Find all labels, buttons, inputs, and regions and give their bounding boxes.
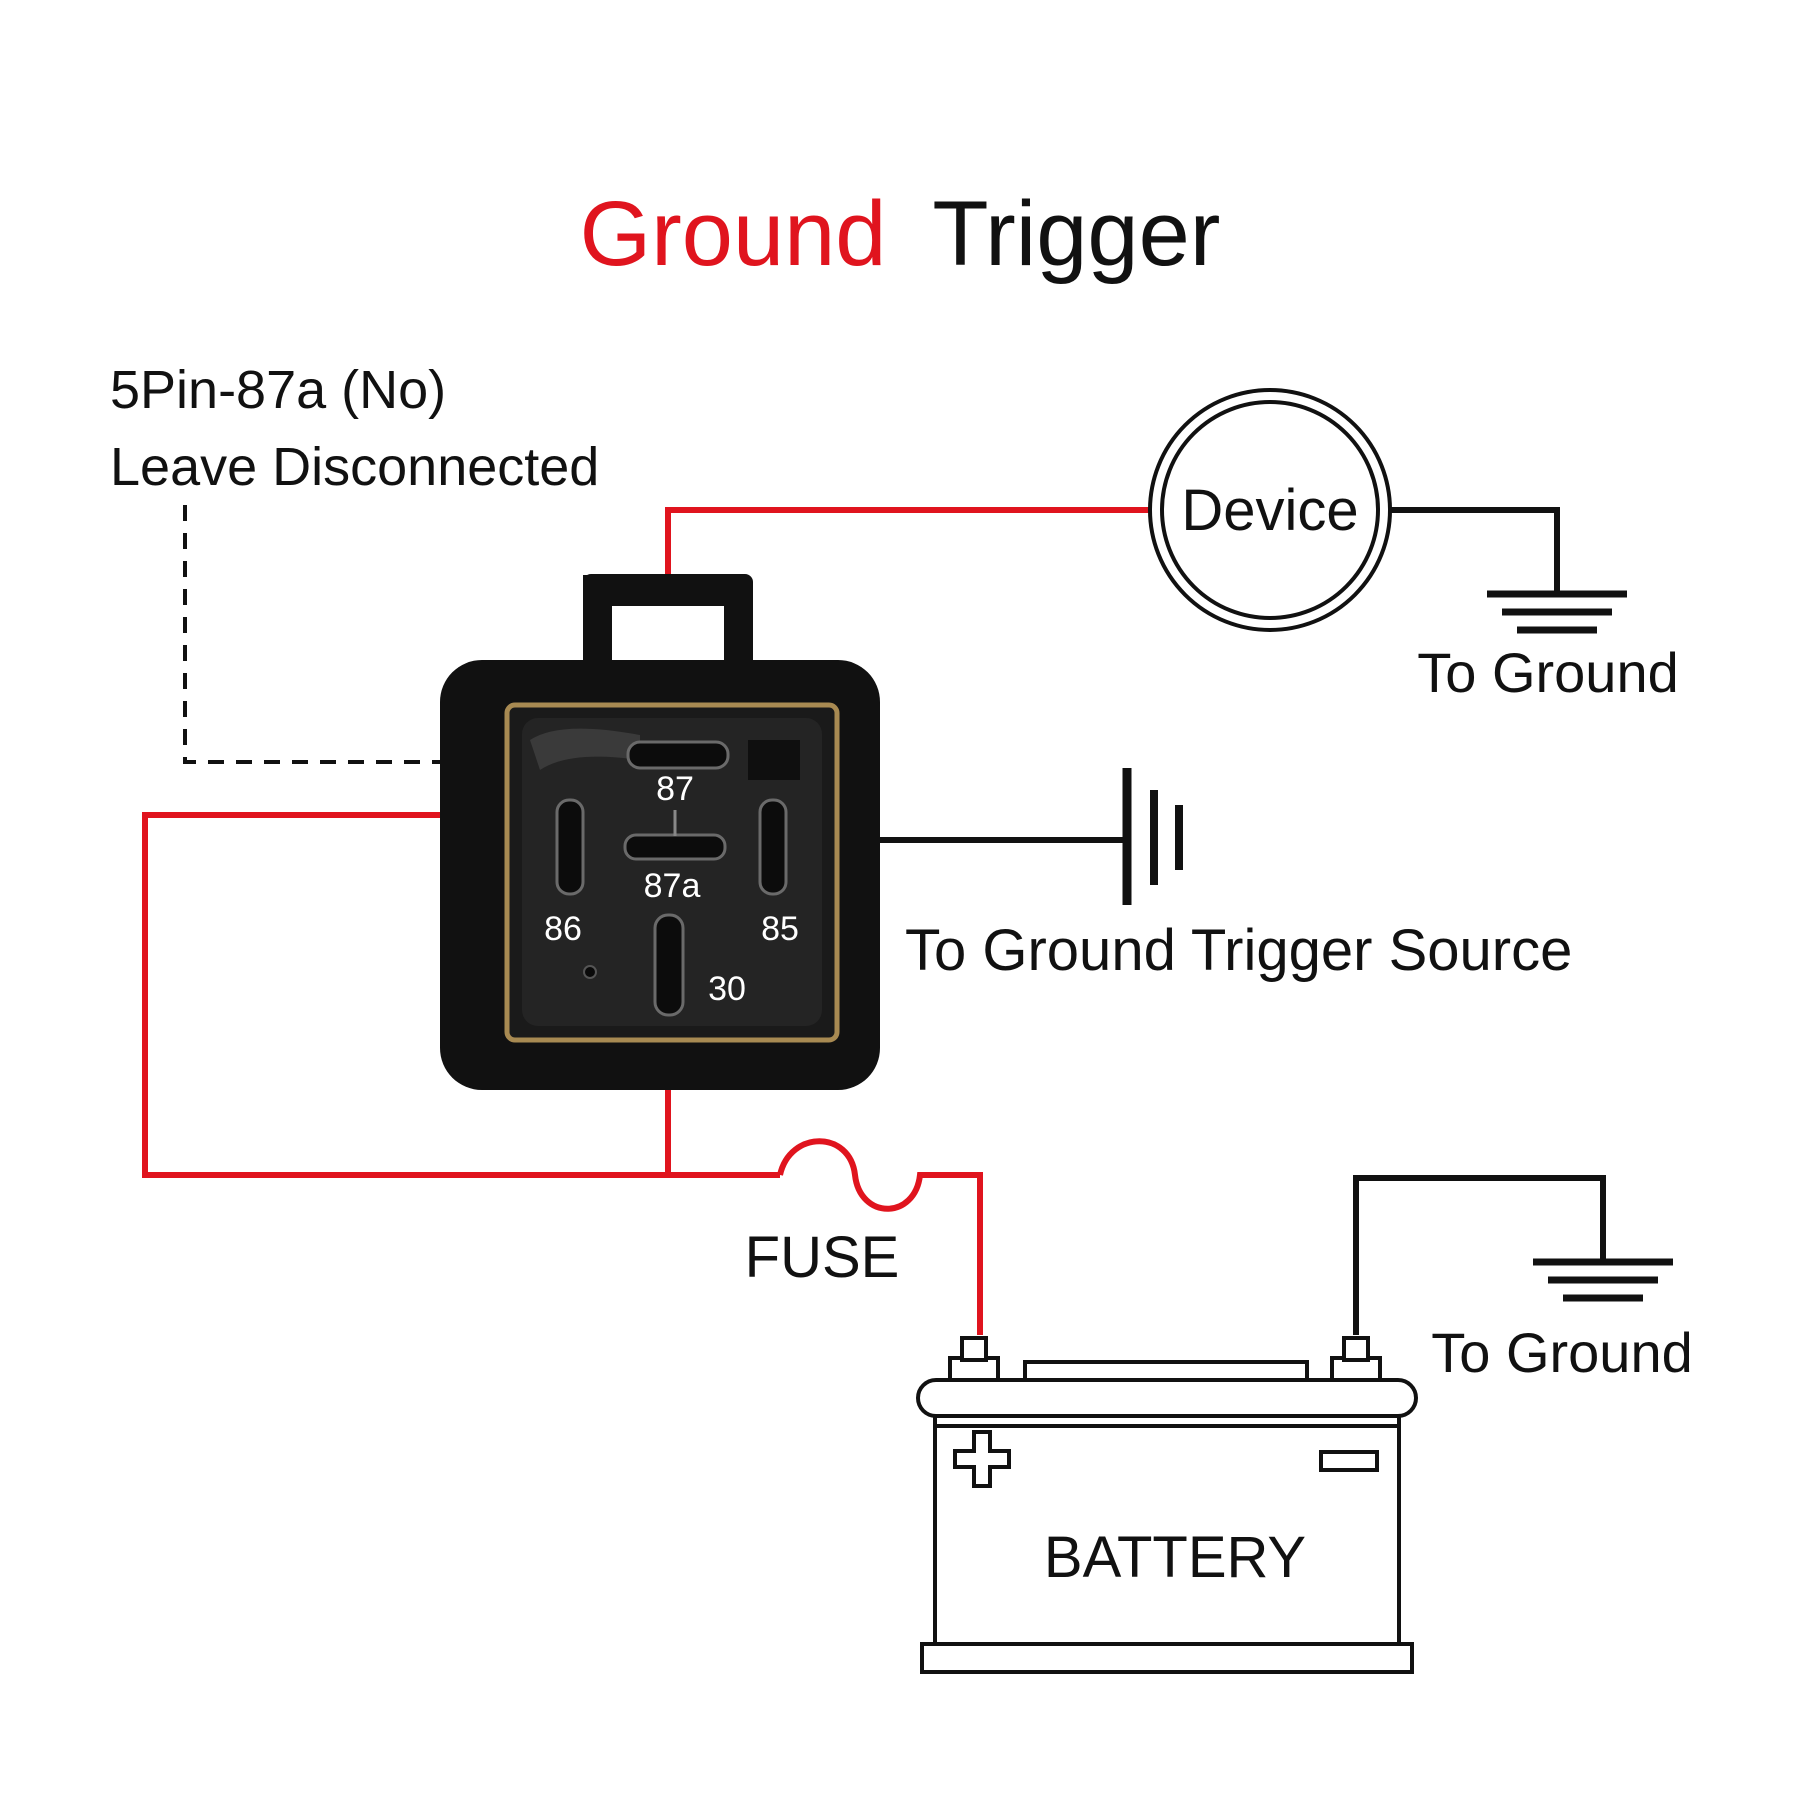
relay-top-block [748, 740, 800, 780]
battery-neg-terminal-post [1342, 1336, 1370, 1362]
fuse-symbol [777, 1138, 983, 1335]
relay-pin-85 [758, 798, 788, 896]
battery-base [920, 1642, 1414, 1674]
relay-dot [583, 965, 597, 979]
wire-86-loop [142, 812, 668, 1178]
fuse-label: FUSE [745, 1225, 900, 1290]
pin-label-30: 30 [708, 970, 746, 1008]
note-pin-87a: 5Pin-87a (No) [110, 360, 446, 420]
ground-trigger-source-label: To Ground Trigger Source [905, 918, 1572, 983]
pin-label-87a: 87a [644, 867, 701, 905]
battery-label: BATTERY [1044, 1525, 1306, 1590]
pin-label-87: 87 [656, 770, 694, 808]
battery-plus-icon [953, 1430, 1011, 1488]
to-ground-device-label: To Ground [1417, 641, 1679, 704]
device-icon [1148, 388, 1392, 632]
relay-inner-face [522, 718, 822, 1026]
relay-pin-87 [626, 740, 730, 770]
pin-label-85: 85 [761, 910, 799, 948]
wire-device-to-ground [1390, 507, 1560, 592]
ground-wires [880, 507, 1606, 1335]
battery-minus-icon [1319, 1450, 1379, 1472]
battery-lid [916, 1378, 1418, 1418]
battery-icon [916, 1336, 1418, 1674]
battery-pos-terminal-post [960, 1336, 988, 1362]
wire-87-to-device [665, 507, 1150, 575]
ground-symbol-device-icon [1487, 590, 1627, 634]
diagram-title: Ground Trigger [580, 183, 1221, 285]
ground-trigger-symbol-icon [1122, 768, 1183, 905]
pin-label-86: 86 [544, 910, 582, 948]
to-ground-battery-label: To Ground [1431, 1321, 1693, 1384]
note-leave-disconnected: Leave Disconnected [110, 437, 599, 497]
relay-pin-87a [623, 833, 727, 861]
relay-pin-30 [653, 913, 685, 1017]
relay-icon: 87 87a 86 85 30 [440, 574, 880, 1090]
relay-face-gloss [530, 728, 640, 770]
wire-30-down [665, 1085, 780, 1178]
wire-battery-neg-to-ground [1353, 1175, 1606, 1335]
ground-symbol-battery-icon [1533, 1258, 1673, 1302]
positive-wires [142, 507, 1150, 1335]
device-label: Device [1181, 478, 1358, 543]
title-ground: Ground [580, 183, 887, 285]
title-trigger: Trigger [932, 183, 1220, 285]
relay-pin-86 [555, 798, 585, 896]
